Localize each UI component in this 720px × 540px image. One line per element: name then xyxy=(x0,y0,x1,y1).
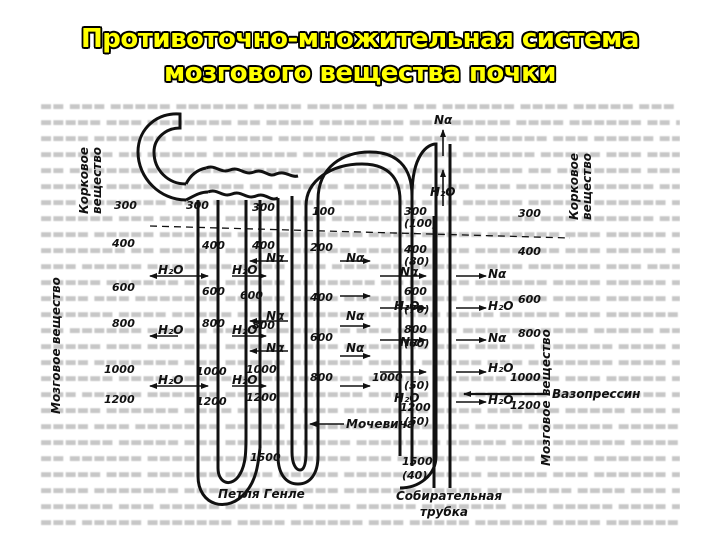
ion-na-duct-2: Nα xyxy=(400,335,419,349)
vasopressin-label: Вазопрессин xyxy=(552,387,641,401)
left-osm-800: 800 xyxy=(112,317,135,330)
ion-na-mid-6: Nα xyxy=(346,341,365,355)
collecting-duct-label-1: Собирательная xyxy=(396,489,503,503)
right-osm-400: 400 xyxy=(518,245,541,258)
duct-osm-800: 800 xyxy=(404,323,427,336)
left-osm-600: 600 xyxy=(112,281,135,294)
ion-h2o-right-2: H₂O xyxy=(488,361,514,375)
ion-na-duct-1: Nα xyxy=(400,265,419,279)
loop-of-henle xyxy=(196,200,262,507)
right-osm-800: 800 xyxy=(518,327,541,340)
ion-na-mid-2: Nα xyxy=(346,251,365,265)
distal-osm-800: 800 xyxy=(310,371,333,384)
ion-h2o-left-1: H₂O xyxy=(158,263,184,277)
urea-label: Мочевина xyxy=(346,417,415,431)
slide-title-line-2: мозгового вещества почки xyxy=(163,58,557,88)
left-osm-1200: 1200 xyxy=(104,393,135,406)
left-osm-400: 400 xyxy=(112,237,135,250)
duct-bracket-40: (40) xyxy=(402,469,428,482)
right-osm-1000: 1000 xyxy=(510,371,541,384)
tubule-drawing xyxy=(136,112,571,507)
duct-osm-300: 300 xyxy=(404,205,427,218)
asc-osm-400: 400 xyxy=(252,239,275,252)
ion-h2o-right-1: H₂O xyxy=(488,299,514,313)
ion-h2o-left-3: H₂O xyxy=(158,323,184,337)
ion-h2o-left-4: H₂O xyxy=(232,323,258,337)
ion-na-mid-1: Nα xyxy=(266,251,285,265)
cortex-label-right: Корковое вещество xyxy=(567,152,594,220)
desc-osm-1000: 1000 xyxy=(196,365,227,378)
duct-bracket-80: (80) xyxy=(404,255,430,268)
distal-osm-200: 200 xyxy=(310,241,333,254)
right-osm-600: 600 xyxy=(518,293,541,306)
ion-na-mid-5: Nα xyxy=(266,341,285,355)
slide-title: Противоточно-множительная система мозгов… xyxy=(0,22,720,90)
left-osm-1000: 1000 xyxy=(104,363,135,376)
duct-osm-1200: 1200 xyxy=(400,401,431,414)
duct-bracket-60: (60) xyxy=(404,337,430,350)
duct-bracket-70: (70) xyxy=(404,303,430,316)
left-osm-300: 300 xyxy=(114,199,137,212)
duct-osm-1000: 1000 xyxy=(372,371,403,384)
ion-h2o-duct-1: H₂O xyxy=(394,299,420,313)
duct-osm-1500: 1500 xyxy=(402,455,433,468)
ion-h2o-left-2: H₂O xyxy=(232,263,258,277)
cortex-label-left: Корковое вещество xyxy=(77,146,104,214)
ion-na-top: Nα xyxy=(434,113,453,127)
duct-bracket-50b: (50) xyxy=(404,415,430,428)
ion-na-right-1: Nα xyxy=(488,267,507,281)
loop-bottom-osm: 1500 xyxy=(250,451,281,464)
kidney-countercurrent-diagram: ▬▬ ▬▬▬ ▬▬▬▬▬ ▬▬▬▬▬▬ ▬▬▬▬ ▬▬▬▬▬ ▬▬▬ ▬▬ ▬▬… xyxy=(40,96,680,536)
distal-osm-100: 100 xyxy=(312,205,335,218)
ion-h2o-left-5: H₂O xyxy=(158,373,184,387)
loop-of-henle-label: Петля Генле xyxy=(218,487,305,501)
bowman-capsule xyxy=(136,112,209,202)
distal-tubule xyxy=(276,150,414,486)
desc-osm-800: 800 xyxy=(202,317,225,330)
cortex-medulla-boundary xyxy=(149,225,571,239)
asc-osm-300: 300 xyxy=(252,201,275,214)
scanned-background-text: ▬▬ ▬▬▬ ▬▬▬▬▬ ▬▬▬▬▬▬ ▬▬▬▬ ▬▬▬▬▬ ▬▬▬ ▬▬ ▬▬… xyxy=(40,100,680,529)
asc-osm-800: 800 xyxy=(252,319,275,332)
ion-h2o-right-3: H₂O xyxy=(488,393,514,407)
ion-na-right-2: Nα xyxy=(488,331,507,345)
duct-bracket-100: (100) xyxy=(404,217,438,230)
ion-h2o-top: H₂O xyxy=(430,185,456,199)
slide-title-line-1: Противоточно-множительная система xyxy=(81,24,639,54)
ion-na-mid-3: Nα xyxy=(266,309,285,323)
duct-osm-600: 600 xyxy=(404,285,427,298)
right-osm-300: 300 xyxy=(518,207,541,220)
desc-osm-1200: 1200 xyxy=(196,395,227,408)
distal-osm-400: 400 xyxy=(310,291,333,304)
distal-osm-600: 600 xyxy=(310,331,333,344)
desc-osm-300: 300 xyxy=(186,199,209,212)
asc-osm-1200: 1200 xyxy=(246,391,277,404)
exchange-arrows xyxy=(149,258,487,405)
asc-osm-600: 600 xyxy=(240,289,263,302)
right-osm-1200: 1200 xyxy=(510,399,541,412)
desc-osm-600: 600 xyxy=(202,285,225,298)
collecting-duct xyxy=(399,142,452,490)
ion-na-mid-4: Nα xyxy=(346,309,365,323)
desc-osm-400: 400 xyxy=(202,239,225,252)
proximal-tubule xyxy=(205,165,299,178)
medulla-label-left: Мозговое вещество xyxy=(49,277,63,414)
collecting-duct-label-2: трубка xyxy=(420,505,468,519)
duct-osm-400: 400 xyxy=(404,243,427,256)
asc-osm-1000: 1000 xyxy=(246,363,277,376)
duct-bracket-50a: (50) xyxy=(404,379,430,392)
ion-h2o-left-6: H₂O xyxy=(232,373,258,387)
ion-h2o-duct-2: H₂O xyxy=(394,391,420,405)
